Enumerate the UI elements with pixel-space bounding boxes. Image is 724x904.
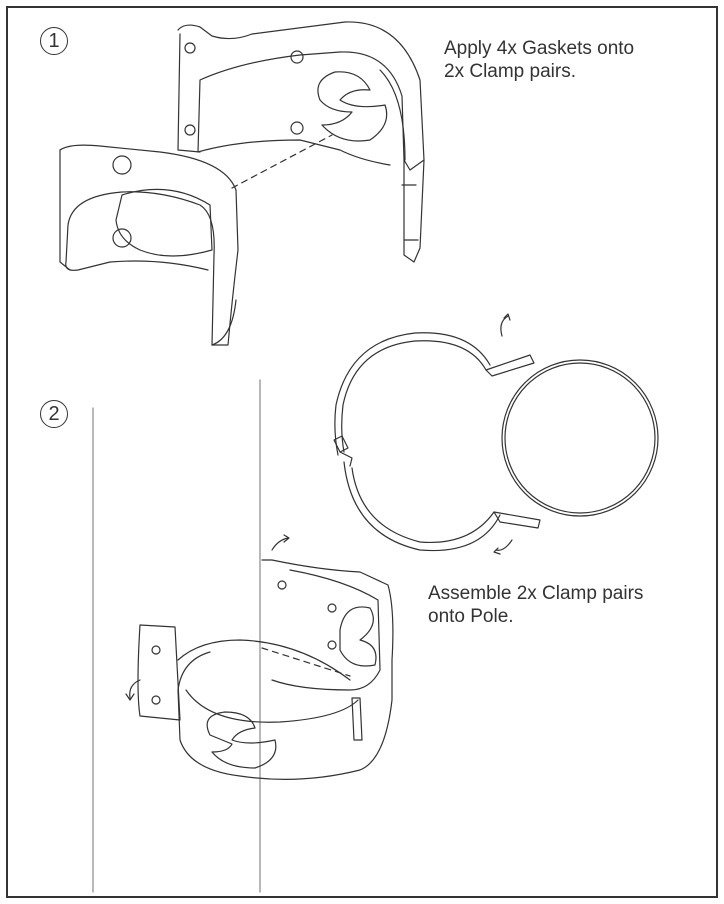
step-2-instruction-line-2: onto Pole. [428, 606, 514, 627]
rear-clamp-hole [328, 604, 336, 612]
rear-gasket-s-cutout [340, 607, 376, 666]
upper-clamp-arc [335, 333, 490, 455]
gasket-s-cutout [318, 72, 387, 141]
clamp-slot [352, 698, 362, 740]
rear-clamp-flange [178, 34, 200, 152]
step-1-alignment-line [232, 135, 332, 188]
front-clamp-flange [138, 625, 180, 720]
rear-clamp-hole [328, 641, 336, 649]
lower-clamp-flange [494, 512, 540, 528]
step-2-number: 2 [40, 400, 68, 428]
flange-hole [152, 646, 160, 654]
rear-clamp-hole [185, 43, 195, 53]
front-clamp-flange [60, 150, 70, 270]
clamp-hinge [334, 436, 352, 466]
rear-clamp-inner-edge [380, 70, 405, 160]
assembly-inner-rim [186, 690, 358, 722]
assembly-outer [178, 560, 393, 779]
step-2-instruction-line-1: Assemble 2x Clamp pairs [428, 583, 644, 604]
step-1-rear-clamp [178, 22, 424, 262]
step-1-instruction: Apply 4x Gaskets onto 2x Clamp pairs. [444, 37, 634, 83]
step-2-clamp-assembly [126, 535, 393, 779]
rotation-arrow-icon [272, 538, 288, 550]
rotation-arrow-icon [501, 316, 508, 336]
front-clamp-cutout [116, 189, 212, 256]
lower-clamp-arc [344, 462, 500, 551]
rear-clamp-tab-edge [402, 185, 418, 240]
front-clamp-hole [113, 229, 131, 247]
pole-section-outer [502, 360, 658, 516]
step-1-front-clamp [60, 145, 238, 345]
rear-clamp-hole [185, 125, 195, 135]
step-1-instruction-line-2: 2x Clamp pairs. [444, 61, 576, 82]
lower-clamp-arc-inner [352, 468, 494, 542]
step-2-instruction: Assemble 2x Clamp pairs onto Pole. [428, 582, 643, 628]
rotation-arrow-icon [504, 314, 510, 320]
rear-clamp-tab [404, 160, 424, 262]
step-1-instruction-line-1: Apply 4x Gaskets onto [444, 38, 635, 59]
front-clamp-hole [113, 156, 131, 174]
assembly-rear-half [272, 570, 380, 690]
rotation-arrow-icon [130, 680, 140, 698]
rotation-arrow-icon [126, 694, 134, 700]
step-2-clamp-top-view [334, 314, 658, 554]
flange-hole [152, 696, 160, 704]
rotation-arrow-icon [496, 540, 512, 550]
step-1-number: 1 [40, 27, 68, 55]
front-gasket-s-cutout [207, 712, 276, 768]
front-clamp-outline [60, 145, 238, 345]
flange-hole [278, 581, 286, 589]
upper-clamp-flange [486, 355, 534, 376]
rear-clamp-hole [291, 51, 303, 63]
instruction-panel [6, 6, 718, 898]
assembly-rim [178, 640, 350, 680]
front-clamp-lower-edge [212, 300, 236, 345]
step-2-alignment-line [262, 648, 350, 676]
pole-section-inner [505, 363, 655, 513]
upper-clamp-arc-inner [342, 341, 486, 452]
rotation-arrow-icon [284, 535, 289, 542]
rotation-arrow-icon [494, 548, 500, 554]
rear-clamp-outline [178, 22, 424, 170]
rear-clamp-hole [291, 122, 303, 134]
